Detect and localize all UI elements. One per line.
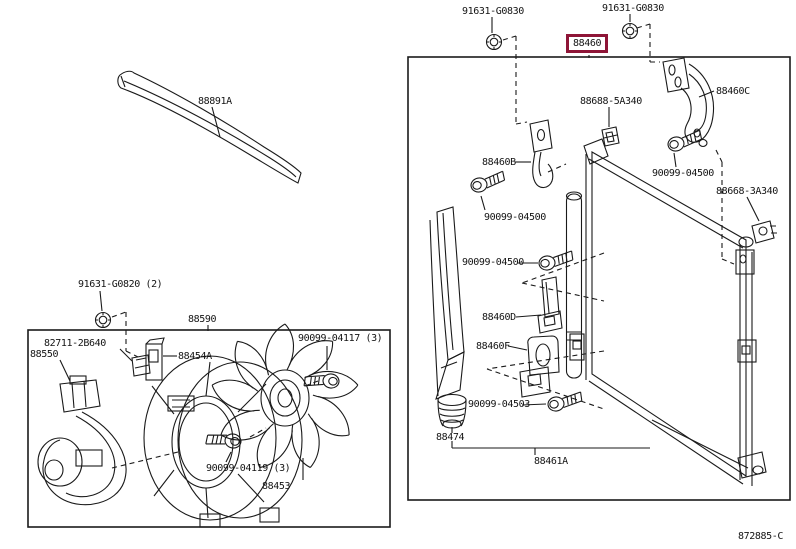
part-label-90099-04503[interactable]: 90099-04503: [468, 399, 530, 410]
part-label-82711-2b640[interactable]: 82711-2B640: [44, 338, 106, 349]
side-seal-drawing: [429, 206, 465, 400]
packing-88668-drawing: [746, 196, 777, 244]
part-label-88460b[interactable]: 88460B: [482, 157, 516, 168]
part-label-88460d[interactable]: 88460D: [482, 312, 516, 323]
part-label-88550[interactable]: 88550: [30, 349, 59, 360]
bracket-88460d-drawing: [515, 276, 563, 334]
part-label-90099-04500-right[interactable]: 90099-04500: [652, 168, 714, 179]
fan-88453-drawing: [208, 323, 360, 480]
alignment-dashes: [111, 23, 735, 469]
fan-shroud-drawing: [143, 355, 303, 528]
part-label-88460c[interactable]: 88460C: [716, 86, 750, 97]
cap-88474-drawing: [437, 393, 467, 433]
part-label-88668-3a340[interactable]: 88668-3A340: [716, 186, 778, 197]
screw-88460c-drawing: [665, 129, 708, 168]
part-label-91631-g0820[interactable]: 91631-G0820 (2): [78, 279, 163, 290]
part-label-90099-04500-mid[interactable]: 90099-04500: [462, 257, 524, 268]
part-label-88688-5a340[interactable]: 88688-5A340: [580, 96, 642, 107]
part-label-90099-04119[interactable]: 90099-04119 (3): [206, 463, 291, 474]
motor-lead-88550-drawing: [37, 359, 127, 506]
figure-code: 872885-C: [738, 531, 783, 542]
screw-04117-drawing: [303, 346, 341, 392]
part-label-91631-g0830-left[interactable]: 91631-G0830: [462, 6, 524, 17]
part-label-88453[interactable]: 88453: [262, 481, 291, 492]
bolt-g0820-drawing: [94, 290, 112, 329]
receiver-drier-drawing: [565, 191, 585, 379]
condenser-group-frame: [407, 56, 791, 501]
clamp-82711-drawing: [119, 348, 151, 377]
seal-strip-88891a-drawing: [117, 70, 302, 184]
bracket-88460b-drawing: [515, 119, 554, 189]
screw-88460b-drawing: [468, 170, 507, 211]
top-left-nut-drawing: [485, 17, 503, 51]
selected-part-highlight[interactable]: 88460: [566, 34, 609, 53]
part-label-88590[interactable]: 88590: [188, 314, 217, 325]
screw-04503-drawing: [521, 391, 584, 413]
top-right-nut-drawing: [621, 14, 639, 40]
part-label-91631-g0830-right[interactable]: 91631-G0830: [602, 3, 664, 14]
screw-04119-drawing: [205, 428, 243, 463]
part-label-88474[interactable]: 88474: [436, 432, 465, 443]
screw-mid-drawing: [517, 250, 575, 272]
bracket-88460f-drawing: [507, 335, 560, 398]
packing-88688-drawing: [601, 107, 620, 147]
part-label-88460f[interactable]: 88460F: [476, 341, 510, 352]
part-label-90099-04117[interactable]: 90099-04117 (3): [298, 333, 383, 344]
part-label-88454a[interactable]: 88454A: [178, 351, 212, 362]
bracket-88460c-drawing: [662, 57, 715, 143]
part-label-88461a[interactable]: 88461A: [534, 456, 568, 467]
shroud-bracket-88454a-drawing: [145, 337, 177, 381]
part-label-90099-04500-left[interactable]: 90099-04500: [484, 212, 546, 223]
condenser-core-drawing: [451, 138, 767, 486]
part-label-88891a[interactable]: 88891A: [198, 96, 232, 107]
